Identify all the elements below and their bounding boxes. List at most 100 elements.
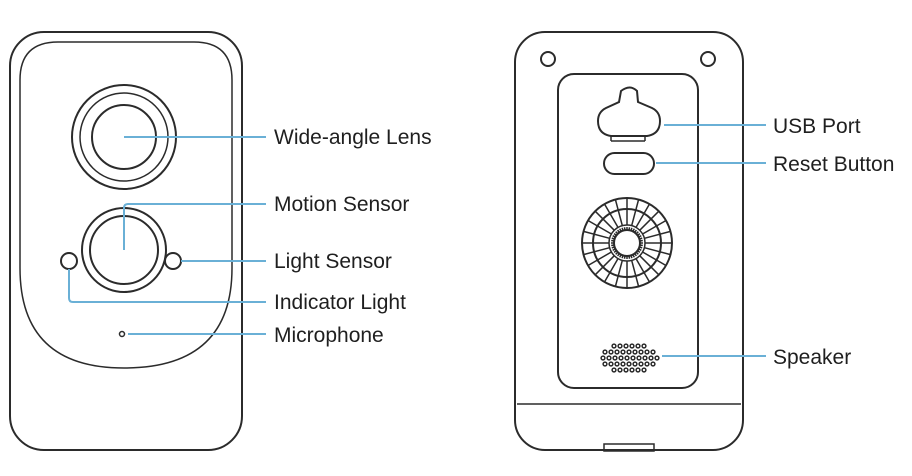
- speaker-hole: [650, 361, 656, 367]
- speaker-hole: [614, 361, 620, 367]
- label-microphone: Microphone: [274, 324, 384, 347]
- speaker-spoke: [587, 251, 612, 267]
- speaker-spoke: [587, 219, 612, 235]
- speaker-knurl: [639, 239, 643, 242]
- speaker-hole: [611, 343, 617, 349]
- speaker-knurl: [633, 229, 638, 233]
- speaker-spoke: [614, 199, 624, 226]
- speaker-hole: [629, 367, 635, 373]
- speaker-hole: [602, 361, 608, 367]
- speaker-hole: [623, 343, 629, 349]
- speaker-hole: [635, 367, 641, 373]
- speaker-spoke: [603, 203, 619, 228]
- camera-front-view: [9, 31, 266, 451]
- light-sensor: [164, 252, 182, 270]
- speaker-hole: [617, 343, 623, 349]
- speaker-spoke: [642, 251, 667, 267]
- speaker-spoke: [635, 203, 651, 228]
- speaker-spoke: [630, 260, 640, 287]
- speaker-spoke: [594, 210, 615, 231]
- speaker-hole: [614, 349, 620, 355]
- speaker-knurl: [639, 246, 643, 249]
- speaker-spoke: [642, 219, 667, 235]
- speaker-knurl: [630, 255, 633, 259]
- speaker-knurl: [621, 227, 624, 231]
- speaker-hole: [608, 361, 614, 367]
- speaker-hole: [600, 355, 606, 361]
- speaker-hole: [611, 367, 617, 373]
- speaker-knurl: [632, 228, 635, 232]
- speaker-spoke: [614, 260, 624, 287]
- label-usb-port: USB Port: [773, 115, 861, 138]
- speaker-knurl: [638, 235, 642, 238]
- back-panel: [557, 73, 699, 389]
- speaker-hole: [626, 361, 632, 367]
- speaker-knurl: [619, 228, 622, 232]
- speaker-spoke: [644, 230, 671, 240]
- speaker-spoke: [603, 258, 619, 283]
- speaker-grille: [581, 197, 673, 289]
- speaker-knurl: [637, 250, 641, 253]
- mount-hole-left: [540, 51, 556, 67]
- speaker-hole: [629, 343, 635, 349]
- speaker-knurl: [635, 251, 639, 255]
- speaker-knurl: [615, 251, 619, 255]
- speaker-knurl: [633, 253, 638, 257]
- speaker-knurl: [612, 248, 616, 251]
- speaker-hole: [650, 349, 656, 355]
- label-speaker: Speaker: [773, 346, 851, 369]
- speaker-dots: [600, 343, 660, 373]
- speaker-knurl: [621, 255, 624, 259]
- speaker-knurl: [623, 227, 626, 231]
- reset-button: [603, 152, 655, 175]
- speaker-spoke: [639, 255, 660, 276]
- speaker-hole: [602, 349, 608, 355]
- label-indicator-light: Indicator Light: [274, 291, 406, 314]
- speaker-hole: [612, 355, 618, 361]
- speaker-knurl: [611, 246, 615, 249]
- speaker-hole: [632, 361, 638, 367]
- back-body-outline: [514, 31, 744, 451]
- speaker-knurl: [630, 227, 633, 231]
- mount-hole-right: [700, 51, 716, 67]
- speaker-hole: [624, 355, 630, 361]
- speaker-spoke: [583, 230, 610, 240]
- front-body-outline: [9, 31, 243, 451]
- speaker-hole: [626, 349, 632, 355]
- speaker-hole: [608, 349, 614, 355]
- speaker-hole: [644, 361, 650, 367]
- speaker-knurl: [619, 254, 622, 258]
- speaker-knurl: [638, 248, 642, 251]
- speaker-hole: [620, 361, 626, 367]
- speaker-hole: [618, 355, 624, 361]
- front-faceplate: [19, 41, 233, 369]
- speaker-hole: [648, 355, 654, 361]
- speaker-hole: [636, 355, 642, 361]
- speaker-spoke: [630, 199, 640, 226]
- speaker-knurl: [623, 255, 626, 259]
- speaker-hole: [623, 367, 629, 373]
- speaker-knurl: [613, 233, 617, 236]
- speaker-hole: [630, 355, 636, 361]
- speaker-knurl: [612, 235, 616, 238]
- speaker-hole: [617, 367, 623, 373]
- label-wide-angle-lens: Wide-angle Lens: [274, 126, 432, 149]
- speaker-knurl: [637, 233, 641, 236]
- speaker-knurl: [635, 231, 639, 235]
- label-reset-button: Reset Button: [773, 153, 894, 176]
- speaker-spoke: [644, 246, 671, 256]
- speaker-knurl: [632, 254, 635, 258]
- microphone-hole: [118, 330, 126, 338]
- speaker-hole: [638, 361, 644, 367]
- bottom-slot: [603, 443, 655, 452]
- speaker-hole: [606, 355, 612, 361]
- usb-port: [596, 86, 662, 142]
- speaker-spoke: [583, 246, 610, 256]
- speaker-knurl: [628, 255, 631, 259]
- indicator-light: [60, 252, 78, 270]
- speaker-knurl: [616, 229, 621, 233]
- speaker-knurl: [639, 244, 643, 247]
- speaker-hole: [642, 355, 648, 361]
- speaker-spoke: [635, 258, 651, 283]
- speaker-hole: [641, 343, 647, 349]
